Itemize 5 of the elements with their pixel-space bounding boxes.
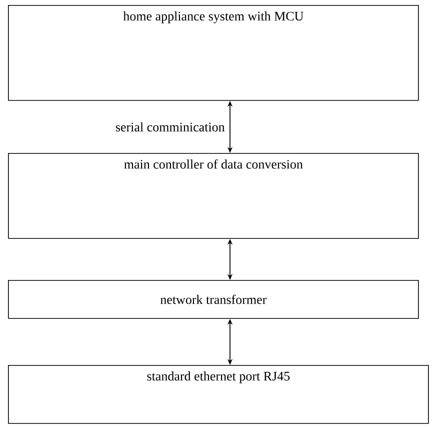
edge-label: serial comminication: [116, 122, 225, 132]
block-box: network transformer: [8, 280, 419, 319]
block-box: main controller of data conversion: [8, 153, 419, 239]
block-box: standard ethernet port RJ45: [8, 365, 429, 424]
block-box: home appliance system with MCU: [8, 5, 419, 101]
